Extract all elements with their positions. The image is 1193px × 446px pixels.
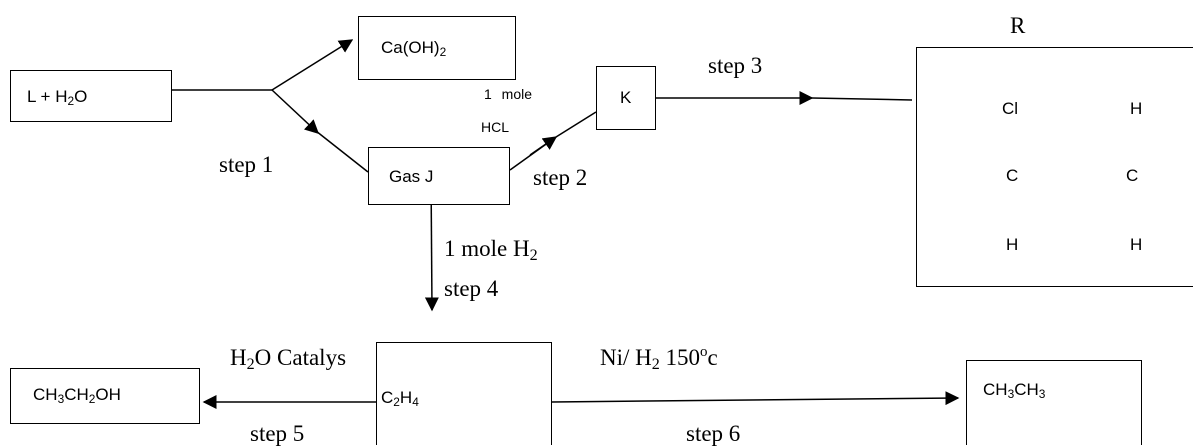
arrow-gas-j-to-k-head — [529, 136, 558, 156]
polymer-atom-c-left: C — [1006, 166, 1019, 185]
polymer-atom-h-bottom-left: H — [1006, 235, 1019, 254]
polymer-atom-cl: Cl — [1002, 99, 1019, 118]
nickel-sub: 2 — [651, 356, 660, 374]
reactant-box: L + H2O — [10, 70, 172, 122]
calcium-hydroxide-sub: 2 — [439, 44, 447, 59]
arrow-to-gas-j-part2 — [315, 130, 369, 173]
ethene-s1: 2 — [393, 394, 400, 409]
line-k-to-polymer-tail — [811, 97, 913, 101]
hydrogen-sub: 2 — [529, 247, 538, 265]
catalyst-main: H — [230, 345, 247, 370]
nickel-condition: Ni/ H2 150oc — [600, 344, 718, 373]
ethane-a: CH — [983, 380, 1008, 399]
step2-label: step 2 — [533, 165, 588, 190]
polymer-box — [916, 47, 1193, 287]
arrow-to-gas-j-part1 — [271, 89, 320, 134]
gas-j-label: Gas J — [389, 167, 434, 186]
ethanol-a: CH — [33, 385, 58, 404]
ethanol-b: CH — [64, 385, 89, 404]
ethane-s1: 3 — [1007, 386, 1015, 401]
hydrogen-main: 1 mole H — [444, 236, 530, 261]
step6-label: step 6 — [686, 421, 741, 446]
step4-label: step 4 — [444, 276, 499, 301]
reactant-tail: O — [74, 87, 88, 106]
polymer-atom-h-top: H — [1130, 99, 1143, 118]
calcium-hydroxide-main: Ca(OH) — [381, 38, 440, 57]
arrow-k-step2 — [555, 111, 597, 138]
ethanol-box: CH3CH2OH — [10, 368, 200, 424]
catalyst-tail: O Catalys — [254, 345, 347, 370]
ethanol-s1: 3 — [57, 391, 65, 406]
gas-j-box: Gas J — [368, 147, 510, 205]
hcl-condition-line2: HCL — [481, 119, 510, 135]
ethane-box: CH3CH3 — [966, 360, 1142, 445]
nickel-tail: 150 — [659, 345, 701, 370]
calcium-hydroxide-box: Ca(OH)2 — [358, 16, 516, 80]
step1-label: step 1 — [219, 152, 274, 177]
arrow-ethene-to-ethane — [551, 391, 960, 406]
k-label: K — [620, 88, 632, 107]
hydrogen-condition: 1 mole H2 — [444, 236, 538, 264]
ethene-b: H — [399, 388, 413, 407]
nickel-end: c — [707, 345, 718, 370]
ethene-s2: 4 — [412, 394, 419, 409]
step3-label: step 3 — [708, 53, 763, 78]
k-box: K — [596, 66, 656, 130]
step5-label: step 5 — [250, 421, 305, 446]
ethane-b: CH — [1014, 380, 1039, 399]
polymer-atom-c-right: C — [1126, 166, 1139, 185]
arrow-to-calcium-hydroxide — [271, 39, 354, 91]
hcl-condition-line1: 1 mole — [484, 86, 533, 102]
catalyst-condition: H2O Catalys — [230, 345, 347, 373]
polymer-atom-h-bottom-right: H — [1130, 235, 1143, 254]
ethene-box: C2H4 — [376, 342, 552, 445]
ethene-a: C — [381, 388, 394, 407]
nickel-sup: o — [700, 344, 708, 361]
ethanol-s2: 2 — [88, 391, 96, 406]
catalyst-sub: 2 — [246, 356, 255, 374]
polymer-label: R — [1010, 13, 1026, 38]
nickel-main: Ni/ H — [600, 345, 652, 370]
ethane-s2: 3 — [1038, 386, 1046, 401]
ethanol-c: OH — [95, 385, 121, 404]
reactant-sub: 2 — [67, 93, 75, 108]
reactant-main: L + H — [27, 87, 68, 106]
